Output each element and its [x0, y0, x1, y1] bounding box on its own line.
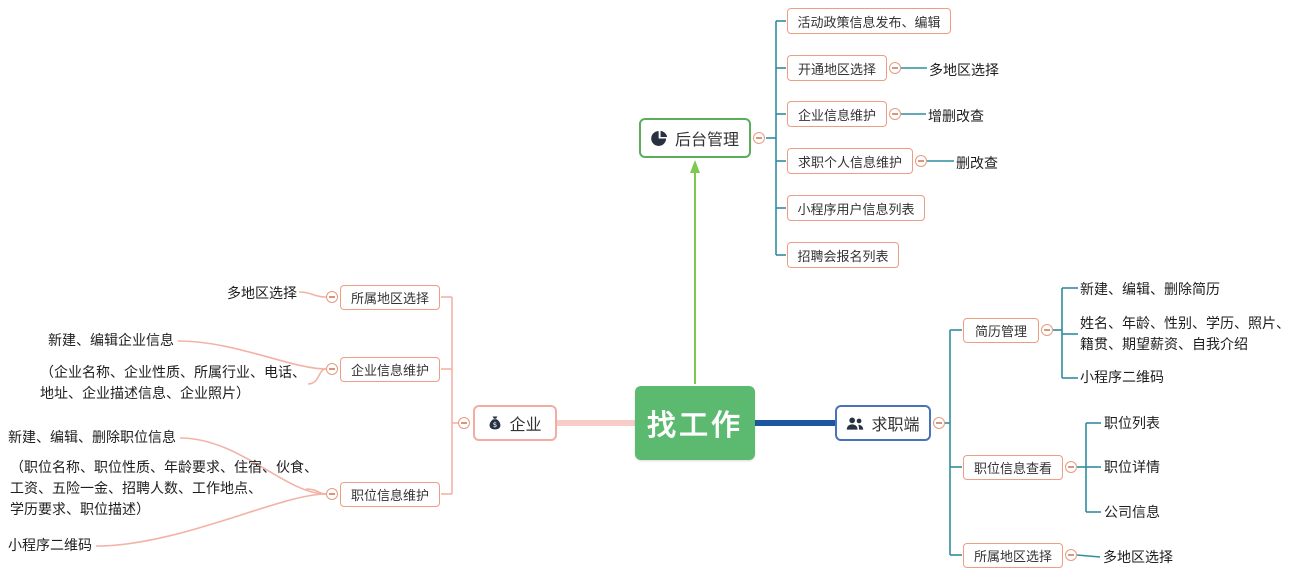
leaf-company-info[interactable]: 公司信息 — [1104, 505, 1160, 521]
node-enterprise-info[interactable]: 企业信息维护 — [340, 357, 440, 382]
pie-chart-icon — [651, 130, 668, 147]
node-label: 职位信息维护 — [350, 489, 429, 504]
node-label: 所属地区选择 — [350, 292, 429, 307]
money-bag-icon: $ — [488, 415, 502, 431]
leaf-multi-region-ent[interactable]: 多地区选择 — [227, 286, 297, 302]
node-enterprise[interactable]: $ 企业 — [473, 405, 557, 441]
users-icon — [846, 416, 864, 431]
node-label: 活动政策信息发布、编辑 — [797, 15, 941, 31]
leaf-create-edit-delete-position[interactable]: 新建、编辑、删除职位信息 — [8, 430, 176, 446]
node-jobseeker-info-admin[interactable]: 求职个人信息维护 — [787, 148, 913, 174]
node-label: 求职个人信息维护 — [797, 155, 902, 171]
node-admin-label: 后台管理 — [674, 130, 739, 149]
collapse-toggle[interactable] — [326, 291, 338, 303]
root-node[interactable]: 找工作 — [635, 386, 755, 460]
leaf-multi-region-seeker[interactable]: 多地区选择 — [1103, 550, 1173, 566]
collapse-toggle[interactable] — [1041, 324, 1053, 336]
leaf-position-fields[interactable]: （职位名称、职位性质、年龄要求、住宿、伙食、 工资、五险一金、招聘人数、工作地点… — [10, 460, 318, 518]
node-open-region-select[interactable]: 开通地区选择 — [787, 55, 887, 81]
node-jobfair-signup[interactable]: 招聘会报名列表 — [787, 242, 899, 268]
leaf-edit-delete-query[interactable]: 删改查 — [956, 156, 998, 172]
node-label: 简历管理 — [974, 325, 1027, 340]
leaf-enterprise-fields[interactable]: （企业名称、企业性质、所属行业、电话、 地址、企业描述信息、企业照片） — [40, 365, 306, 402]
node-label: 招聘会报名列表 — [797, 249, 889, 265]
leaf-position-detail[interactable]: 职位详情 — [1104, 460, 1160, 476]
node-miniprogram-users[interactable]: 小程序用户信息列表 — [787, 195, 925, 221]
node-enterprise-label: 企业 — [509, 415, 542, 434]
leaf-create-edit-delete-resume[interactable]: 新建、编辑、删除简历 — [1080, 282, 1220, 298]
node-region-select-ent[interactable]: 所属地区选择 — [340, 285, 440, 310]
node-position-view[interactable]: 职位信息查看 — [963, 455, 1063, 480]
node-region-select-seeker[interactable]: 所属地区选择 — [963, 543, 1063, 568]
leaf-create-edit-enterprise[interactable]: 新建、编辑企业信息 — [48, 333, 174, 349]
leaf-miniprogram-qrcode-seeker[interactable]: 小程序二维码 — [1080, 370, 1164, 386]
collapse-toggle[interactable] — [1065, 549, 1077, 561]
leaf-crud[interactable]: 增删改查 — [928, 109, 984, 125]
leaf-resume-fields[interactable]: 姓名、年龄、性别、学历、照片、 籍贯、期望薪资、自我介绍 — [1080, 316, 1290, 353]
collapse-toggle[interactable] — [458, 417, 470, 429]
node-label: 开通地区选择 — [797, 62, 876, 78]
node-position-info[interactable]: 职位信息维护 — [340, 482, 440, 507]
node-resume-management[interactable]: 简历管理 — [963, 318, 1039, 343]
collapse-toggle[interactable] — [753, 132, 765, 144]
leaf-miniprogram-qrcode-ent[interactable]: 小程序二维码 — [8, 538, 92, 554]
node-label: 企业信息维护 — [350, 364, 429, 379]
collapse-toggle[interactable] — [1065, 461, 1077, 473]
leaf-position-list[interactable]: 职位列表 — [1104, 416, 1160, 432]
collapse-toggle[interactable] — [326, 363, 338, 375]
collapse-toggle[interactable] — [326, 488, 338, 500]
node-admin[interactable]: 后台管理 — [639, 118, 751, 158]
root-label: 找工作 — [646, 408, 743, 442]
collapse-toggle[interactable] — [889, 108, 901, 120]
node-seeker[interactable]: 求职端 — [835, 405, 931, 441]
node-label: 职位信息查看 — [973, 462, 1052, 477]
node-enterprise-info-admin[interactable]: 企业信息维护 — [787, 101, 887, 127]
collapse-toggle[interactable] — [915, 155, 927, 167]
node-label: 所属地区选择 — [973, 550, 1052, 565]
collapse-toggle[interactable] — [889, 62, 901, 74]
leaf-multi-region-admin[interactable]: 多地区选择 — [929, 63, 999, 79]
node-seeker-label: 求职端 — [871, 415, 920, 434]
svg-text:$: $ — [493, 421, 497, 429]
node-label: 企业信息维护 — [797, 108, 876, 124]
collapse-toggle[interactable] — [933, 417, 945, 429]
node-activity-policy[interactable]: 活动政策信息发布、编辑 — [787, 8, 951, 34]
node-label: 小程序用户信息列表 — [797, 202, 915, 218]
